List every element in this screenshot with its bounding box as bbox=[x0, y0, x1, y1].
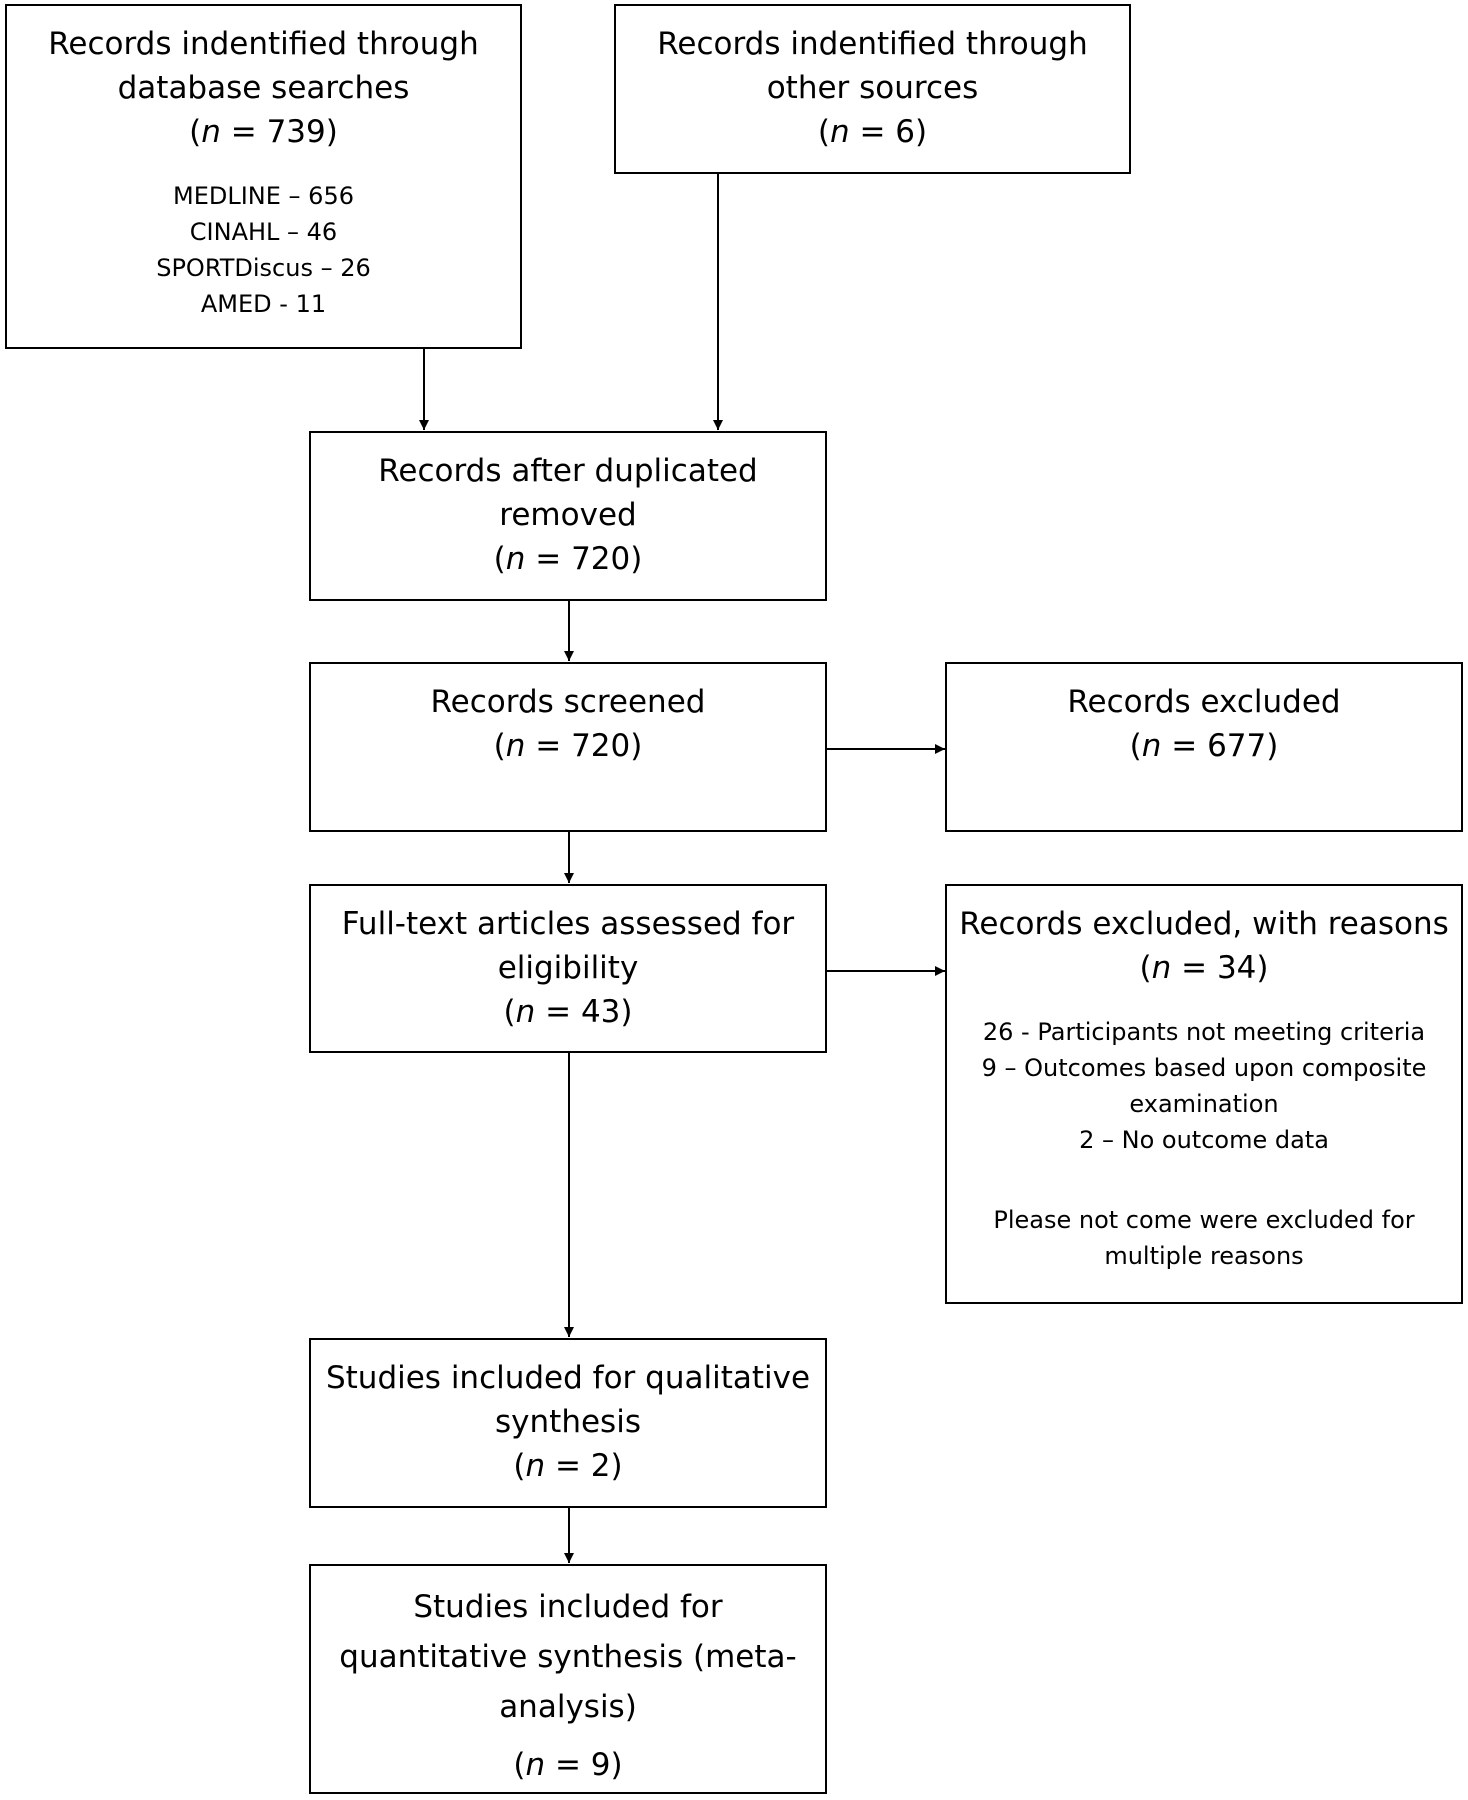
count-label: (n = 739) bbox=[189, 114, 338, 150]
box-after-duplicates: Records after duplicated removed (n = 72… bbox=[309, 431, 827, 601]
box-records-excluded: Records excluded (n = 677) bbox=[945, 662, 1463, 832]
exclusion-note: multiple reasons bbox=[1104, 1242, 1304, 1270]
box-full-text-assessed: Full-text articles assessed for eligibil… bbox=[309, 884, 827, 1053]
box-qualitative-synthesis: Studies included for qualitative synthes… bbox=[309, 1338, 827, 1508]
box-title-line: Records excluded bbox=[1067, 684, 1341, 720]
exclusion-reason: examination bbox=[1129, 1090, 1279, 1118]
box-excluded-with-reasons: Records excluded, with reasons (n = 34) … bbox=[945, 884, 1463, 1304]
box-title-line: quantitative synthesis (meta- bbox=[339, 1639, 797, 1675]
box-title-line: synthesis bbox=[495, 1404, 641, 1440]
database-item: AMED - 11 bbox=[200, 290, 327, 318]
database-item: MEDLINE – 656 bbox=[173, 182, 354, 210]
box-title-line: Studies included for bbox=[413, 1589, 723, 1625]
box-title-line: Full-text articles assessed for bbox=[341, 906, 795, 942]
database-item: SPORTDiscus – 26 bbox=[156, 254, 371, 282]
exclusion-reason: 26 - Participants not meeting criteria bbox=[982, 1018, 1426, 1046]
count-label: (n = 720) bbox=[493, 541, 643, 577]
box-database-searches: Records indentified through database sea… bbox=[5, 4, 522, 349]
count-label: (n = 720) bbox=[493, 728, 643, 764]
box-other-sources: Records indentified through other source… bbox=[614, 4, 1131, 174]
count-label: (n = 2) bbox=[513, 1448, 623, 1484]
box-title-line: analysis) bbox=[499, 1689, 637, 1725]
count-label: (n = 6) bbox=[817, 114, 928, 150]
box-title-line: Records screened bbox=[430, 684, 706, 720]
database-item: CINAHL – 46 bbox=[189, 218, 338, 246]
box-title-line: removed bbox=[499, 497, 637, 533]
box-title-line: Records indentified through bbox=[48, 26, 479, 62]
exclusion-reason: 2 – No outcome data bbox=[1079, 1126, 1329, 1154]
box-title-line: Records after duplicated bbox=[378, 453, 758, 489]
count-label: (n = 43) bbox=[503, 994, 633, 1030]
exclusion-note: Please not come were excluded for bbox=[993, 1206, 1415, 1234]
exclusion-reason: 9 – Outcomes based upon composite bbox=[981, 1054, 1427, 1082]
count-label: (n = 34) bbox=[1139, 950, 1269, 986]
count-label: (n = 9) bbox=[513, 1747, 623, 1783]
box-title-line: Studies included for qualitative bbox=[325, 1360, 811, 1396]
box-title-line: Records excluded, with reasons bbox=[959, 906, 1449, 942]
box-title-line: Records indentified through bbox=[657, 26, 1088, 62]
box-quantitative-synthesis: Studies included for quantitative synthe… bbox=[309, 1564, 827, 1794]
box-records-screened: Records screened (n = 720) bbox=[309, 662, 827, 832]
count-label: (n = 677) bbox=[1129, 728, 1279, 764]
box-title-line: database searches bbox=[117, 70, 410, 106]
box-title-line: other sources bbox=[766, 70, 979, 106]
box-title-line: eligibility bbox=[497, 950, 639, 986]
